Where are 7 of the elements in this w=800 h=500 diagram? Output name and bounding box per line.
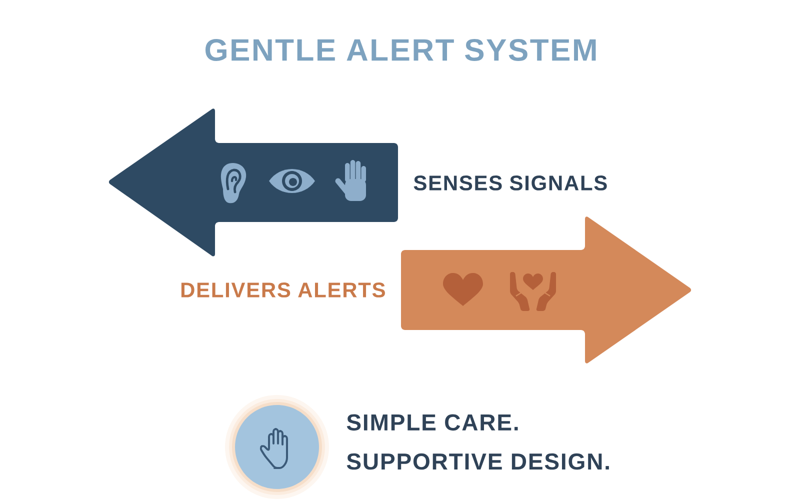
circle	[225, 395, 329, 499]
block-arrow	[108, 108, 398, 256]
title: GENTLE ALERT SYSTEM	[206, 39, 596, 61]
circle-label: SIMPLE CARE. SUPPORTIVE DESIGN.	[346, 414, 609, 470]
block-arrow	[401, 216, 692, 364]
arrow-label: DELIVERS ALERTS	[181, 282, 385, 298]
arrow-label: SENSES SIGNALS	[414, 176, 607, 190]
